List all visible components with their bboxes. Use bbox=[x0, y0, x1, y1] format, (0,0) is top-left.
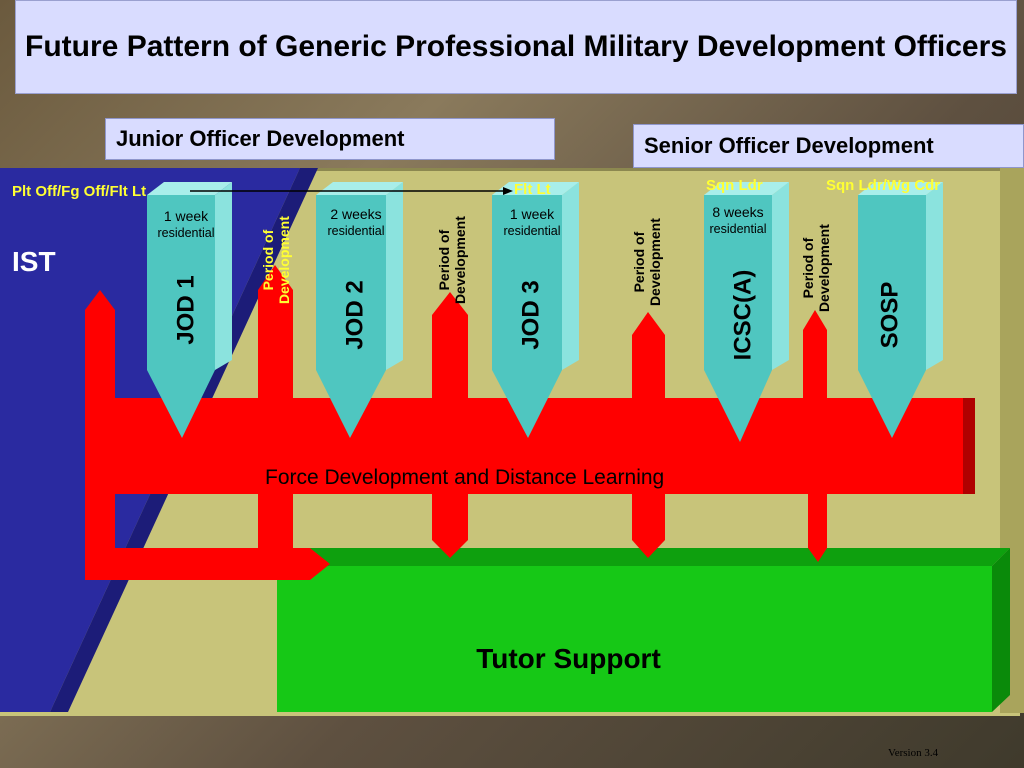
icsc-label: ICSC(A) bbox=[729, 269, 756, 361]
tutor-support-label: Tutor Support bbox=[476, 643, 661, 674]
senior-officer-header: Senior Officer Development bbox=[633, 124, 1024, 168]
pod-arrow-3 bbox=[632, 312, 665, 398]
jod1-mode-text: residential bbox=[157, 226, 215, 241]
title-text: Future Pattern of Generic Professional M… bbox=[25, 30, 1007, 63]
icsc-mode-text: residential bbox=[709, 222, 767, 237]
ist-label: IST bbox=[12, 246, 56, 277]
period-of-development-4-line1: Period of bbox=[799, 237, 816, 299]
sosp-arrow-top bbox=[858, 182, 943, 195]
jod3-label: JOD 3 bbox=[518, 280, 545, 350]
period-of-development-2-line2: Development bbox=[451, 216, 468, 304]
period-of-development-3-line1: Period of bbox=[630, 231, 647, 293]
jod2-arrow bbox=[316, 195, 386, 438]
period-of-development-2-text: Period of Development bbox=[436, 216, 468, 304]
sosp-label: SOSP bbox=[875, 281, 903, 349]
tutor-box-top bbox=[277, 548, 1010, 566]
jod2-label: JOD 2 bbox=[342, 280, 369, 350]
version-label: Version 3.4 bbox=[888, 747, 939, 759]
rank-progression-arrowhead bbox=[503, 187, 513, 195]
force-development-label: Force Development and Distance Learning bbox=[265, 466, 665, 489]
icsc-arrow-top bbox=[704, 182, 789, 195]
rank-plt-off: Plt Off/Fg Off/Flt Lt bbox=[12, 183, 147, 200]
tutor-box-side bbox=[992, 548, 1010, 712]
pod-down-2 bbox=[432, 494, 468, 558]
jod2-arrow-side bbox=[386, 182, 403, 370]
period-of-development-1-text: Period of Development bbox=[260, 216, 292, 304]
period-of-development-4-line2: Development bbox=[815, 224, 832, 312]
period-of-development-3-line2: Development bbox=[646, 218, 663, 306]
jod1-label-wrap: JOD 1 bbox=[142, 240, 232, 380]
icsc-arrow bbox=[704, 195, 772, 442]
period-of-development-1-line2: Development bbox=[275, 216, 292, 304]
force-bar-edge bbox=[963, 398, 975, 494]
course-arrows bbox=[147, 182, 943, 442]
rank-sqn-ldr-wg-cdr: Sqn Ldr/Wg Cdr bbox=[826, 177, 941, 194]
period-of-development-4-text: Period of Development bbox=[800, 224, 832, 312]
pod-arrow-1 bbox=[258, 265, 293, 398]
icsc-duration: 8 weeks residential bbox=[698, 203, 778, 237]
jod3-arrow-top bbox=[492, 182, 579, 195]
pod-down-3 bbox=[632, 494, 665, 558]
junior-officer-label: Junior Officer Development bbox=[116, 126, 405, 151]
pod-arrow-4 bbox=[803, 310, 827, 398]
jod3-duration-text: 1 week bbox=[509, 206, 555, 222]
jod1-duration-text: 1 week bbox=[163, 208, 209, 224]
period-of-development-3-text: Period of Development bbox=[631, 218, 663, 306]
icsc-arrow-side bbox=[772, 182, 789, 370]
period-of-development-2-line1: Period of bbox=[435, 229, 452, 291]
jod1-arrow bbox=[147, 195, 215, 438]
period-of-development-4: Period of Development bbox=[766, 224, 866, 312]
sosp-arrow-side bbox=[926, 182, 943, 370]
jod1-duration: 1 week residential bbox=[146, 207, 226, 241]
period-of-development-1-line1: Period of bbox=[259, 229, 276, 291]
rank-sqn-ldr: Sqn Ldr bbox=[706, 177, 763, 194]
tutor-arrow bbox=[85, 548, 330, 580]
senior-officer-label: Senior Officer Development bbox=[644, 133, 934, 158]
period-of-development-2: Period of Development bbox=[402, 216, 502, 304]
tutor-box bbox=[277, 566, 992, 712]
jod3-arrow bbox=[492, 195, 562, 438]
jod1-arrow-side bbox=[215, 182, 232, 370]
icsc-duration-text: 8 weeks bbox=[712, 204, 764, 220]
sosp-arrow bbox=[858, 195, 926, 438]
pod-arrow-2 bbox=[432, 292, 468, 398]
jod3-mode-text: residential bbox=[503, 224, 561, 239]
period-of-development-1: Period of Development bbox=[226, 216, 326, 304]
jod2-mode-text: residential bbox=[327, 224, 385, 239]
pod-leg-1 bbox=[258, 494, 293, 554]
left-up-arrow bbox=[85, 290, 115, 398]
jod2-duration: 2 weeks residential bbox=[315, 205, 397, 239]
jod3-arrow-side bbox=[562, 182, 579, 370]
junior-officer-header: Junior Officer Development bbox=[105, 118, 555, 160]
jod2-duration-text: 2 weeks bbox=[330, 206, 382, 222]
force-development-structure bbox=[85, 265, 963, 580]
rank-flt-lt: Flt Lt bbox=[514, 181, 551, 198]
period-of-development-3: Period of Development bbox=[597, 218, 697, 306]
page-title: Future Pattern of Generic Professional M… bbox=[15, 0, 1017, 94]
jod3-duration: 1 week residential bbox=[492, 205, 572, 239]
pod-down-4 bbox=[808, 494, 827, 562]
jod1-label: JOD 1 bbox=[173, 275, 200, 345]
